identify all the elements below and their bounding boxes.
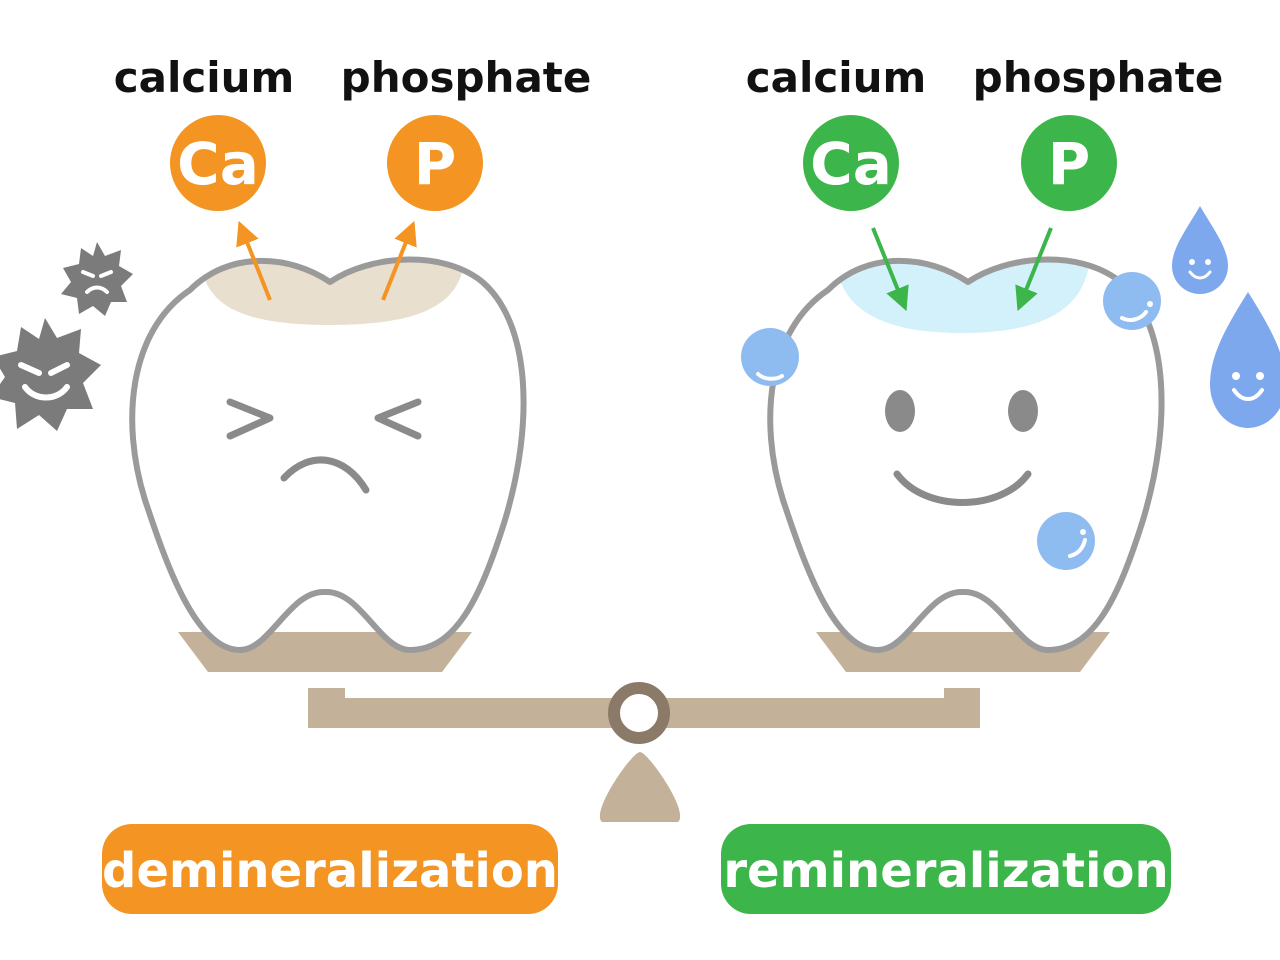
- demineralization-badge: demineralization: [102, 824, 558, 914]
- water-drop-icon: [1172, 206, 1228, 294]
- remineralization-badge: remineralization: [721, 824, 1171, 914]
- arrow-phosphate-in: [1015, 227, 1053, 312]
- left-calcium-label: calcium: [114, 53, 295, 102]
- right-calcium-label: calcium: [746, 53, 927, 102]
- right-calcium-ion: Ca: [803, 115, 899, 211]
- left-phosphate-label: phosphate: [341, 53, 592, 102]
- left-release-arrows: [236, 220, 417, 301]
- arrow-calcium-in: [871, 227, 909, 312]
- remineralization-label: remineralization: [723, 843, 1168, 899]
- right-phosphate-ion: P: [1021, 115, 1117, 211]
- right-phosphate-symbol: P: [1048, 130, 1091, 198]
- left-tooth-outline: [129, 256, 527, 653]
- germ-icon: [0, 318, 101, 431]
- water-drop-icon: [1210, 292, 1280, 428]
- scale-fulcrum: [599, 752, 681, 822]
- right-calcium-symbol: Ca: [810, 130, 892, 198]
- left-tooth: [129, 256, 527, 653]
- right-tooth-outline: [767, 256, 1165, 653]
- eye-right: [1008, 390, 1038, 432]
- frown-mouth: [280, 456, 370, 494]
- left-calcium-symbol: Ca: [177, 130, 259, 198]
- eye-left: [885, 390, 915, 432]
- balance-scale: [178, 632, 1110, 822]
- saliva-bubble-icon: [1103, 272, 1161, 330]
- enamel-loss-area: [200, 259, 465, 325]
- scale-pivot: [608, 682, 670, 744]
- demineralization-label: demineralization: [102, 843, 558, 899]
- saliva-bubble-icon: [741, 328, 799, 386]
- right-uptake-arrows: [871, 227, 1053, 312]
- arrow-phosphate-out: [381, 220, 417, 301]
- enamel-gain-area: [835, 259, 1090, 333]
- right-tooth: [767, 256, 1165, 653]
- germ-icon: [61, 242, 133, 316]
- arrow-calcium-out: [236, 220, 272, 301]
- right-phosphate-label: phosphate: [973, 53, 1224, 102]
- smile-mouth: [893, 470, 1032, 506]
- left-calcium-ion: Ca: [170, 115, 266, 211]
- squint-eye-right: [374, 398, 422, 440]
- left-phosphate-ion: P: [387, 115, 483, 211]
- squint-eye-left: [226, 398, 274, 440]
- saliva-bubble-icon: [1037, 512, 1095, 570]
- left-phosphate-symbol: P: [414, 130, 457, 198]
